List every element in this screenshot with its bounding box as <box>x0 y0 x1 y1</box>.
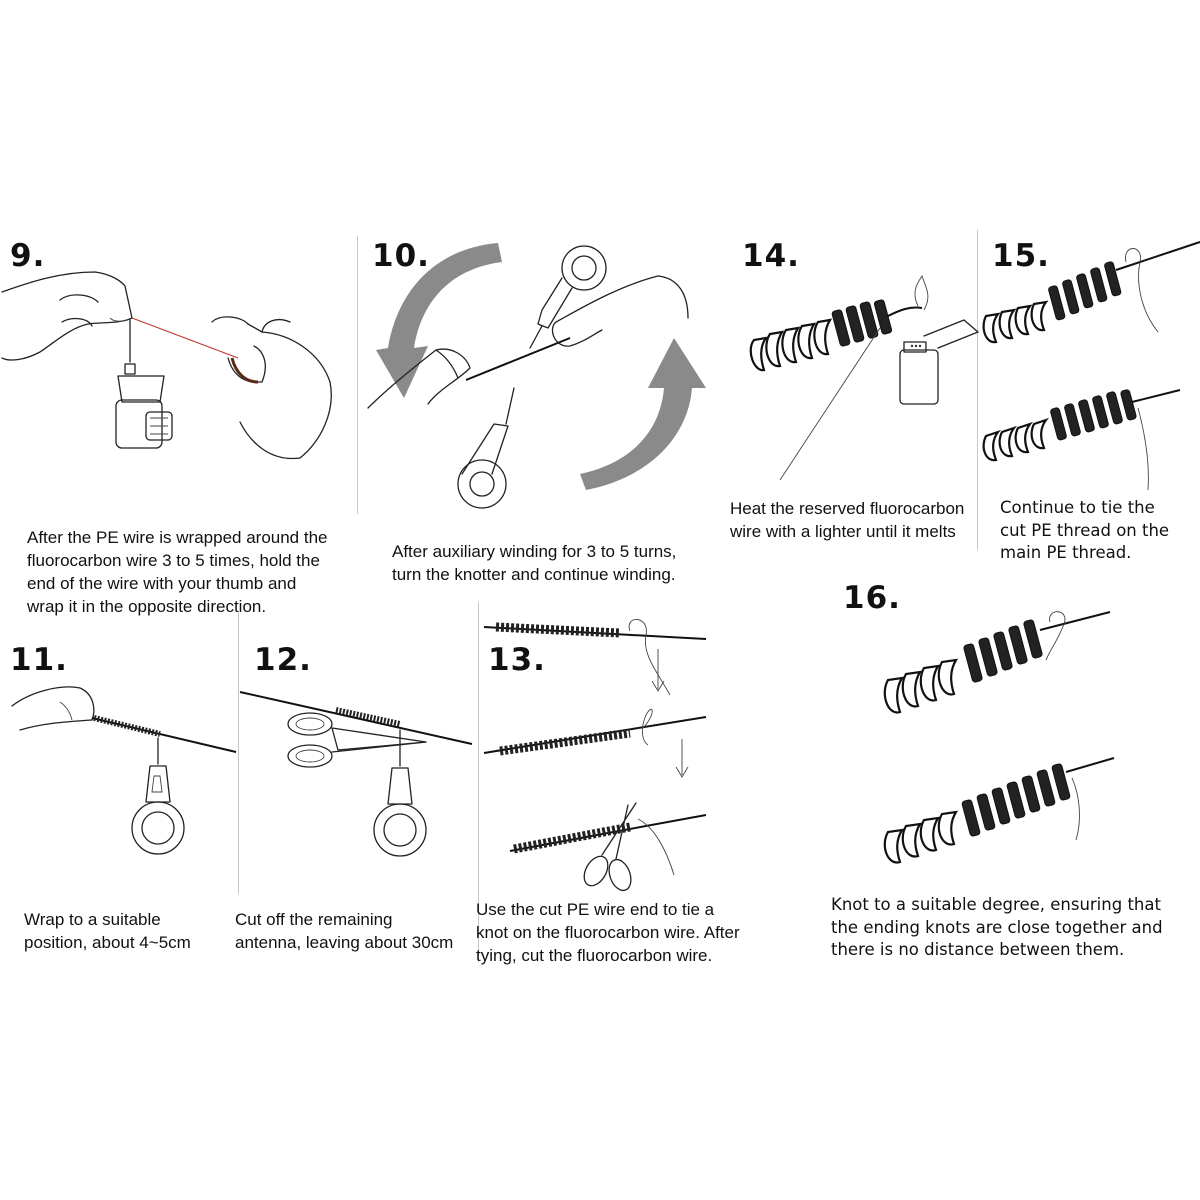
step-number: 15. <box>992 238 1050 274</box>
caption-line: wrap it in the opposite direction. <box>27 597 267 616</box>
step-11-illustration <box>11 686 237 855</box>
coil-knot-icon <box>883 619 1043 714</box>
caption-line: turn the knotter and continue winding. <box>392 565 676 584</box>
divider-14-15 <box>977 230 978 550</box>
hand-icon <box>11 686 95 731</box>
step-13-illustration <box>483 619 707 892</box>
caption-line: position, about 4~5cm <box>24 933 191 952</box>
knotter-tool-icon <box>373 729 427 857</box>
step-14-caption: Heat the reserved fluorocarbon wire with… <box>730 497 980 543</box>
step-number: 10. <box>372 238 430 274</box>
step-number: 13. <box>488 642 546 678</box>
step-number: 11. <box>10 642 68 678</box>
step-11-caption: Wrap to a suitable position, about 4~5cm <box>24 908 234 954</box>
rotate-arrow-icon <box>376 243 706 490</box>
down-arrow-icon <box>675 739 689 778</box>
step-12-caption: Cut off the remaining antenna, leaving a… <box>235 908 475 954</box>
step-12-illustration <box>239 691 473 857</box>
step-15-illustration <box>982 241 1200 491</box>
step-9-illustration <box>1 271 332 460</box>
step-15-caption: Continue to tie the cut PE thread on the… <box>1000 497 1200 565</box>
caption-line: Heat the reserved fluorocarbon <box>730 499 965 518</box>
step-number: 14. <box>742 238 800 274</box>
caption-line: main PE thread. <box>1000 543 1132 562</box>
step-number: 9. <box>10 238 46 274</box>
hand-icon <box>1 271 133 361</box>
coil-knot-icon <box>495 622 621 638</box>
divider-9-10 <box>357 236 358 514</box>
step-16-caption: Knot to a suitable degree, ensuring that… <box>831 894 1171 962</box>
caption-line: After the PE wire is wrapped around the <box>27 528 328 547</box>
caption-line: Use the cut PE wire end to tie a <box>476 900 715 919</box>
divider-12-13 <box>478 602 479 962</box>
scissors-icon <box>287 712 427 768</box>
caption-line: antenna, leaving about 30cm <box>235 933 454 952</box>
knotter-tool-icon <box>529 245 607 349</box>
caption-line: wire with a lighter until it melts <box>730 522 956 541</box>
coil-knot-icon <box>93 715 161 737</box>
coil-knot-icon <box>499 728 631 756</box>
knotter-tool-icon <box>131 737 185 855</box>
caption-line: tying, cut the fluorocarbon wire. <box>476 946 713 965</box>
caption-line: Wrap to a suitable <box>24 910 161 929</box>
step-10-illustration <box>367 243 706 509</box>
coil-knot-icon <box>749 299 893 372</box>
step-number: 12. <box>254 642 312 678</box>
knotter-tool-icon <box>457 387 515 509</box>
scissors-icon <box>583 802 637 892</box>
coil-knot-icon <box>883 763 1071 864</box>
caption-line: After auxiliary winding for 3 to 5 turns… <box>392 542 677 561</box>
step-10-caption: After auxiliary winding for 3 to 5 turns… <box>392 540 712 586</box>
caption-line: knot on the fluorocarbon wire. After <box>476 923 740 942</box>
step-14-illustration <box>749 274 979 481</box>
divider-11-12 <box>238 612 239 894</box>
caption-line: fluorocarbon wire 3 to 5 times, hold the <box>27 551 320 570</box>
caption-line: Cut off the remaining <box>235 910 393 929</box>
coil-knot-icon <box>335 707 401 727</box>
lighter-icon <box>899 274 979 405</box>
down-arrow-icon <box>651 649 665 692</box>
coil-knot-icon <box>982 261 1122 344</box>
caption-line: Continue to tie the <box>1000 498 1155 517</box>
coil-knot-icon <box>982 389 1137 462</box>
step-13-caption: Use the cut PE wire end to tie a knot on… <box>476 898 776 967</box>
pe-line <box>131 317 239 359</box>
caption-line: there is no distance between them. <box>831 940 1125 959</box>
step-16-illustration <box>883 611 1115 864</box>
caption-line: Knot to a suitable degree, ensuring that <box>831 895 1161 914</box>
knotter-tool-icon <box>115 319 173 449</box>
caption-line: the ending knots are close together and <box>831 917 1163 937</box>
step-number: 16. <box>843 580 901 616</box>
hand-icon <box>211 316 332 460</box>
hand-icon <box>367 275 689 409</box>
caption-line: cut PE thread on the <box>1000 520 1170 540</box>
step-9-caption: After the PE wire is wrapped around the … <box>27 526 347 618</box>
caption-line: end of the wire with your thumb and <box>27 574 297 593</box>
